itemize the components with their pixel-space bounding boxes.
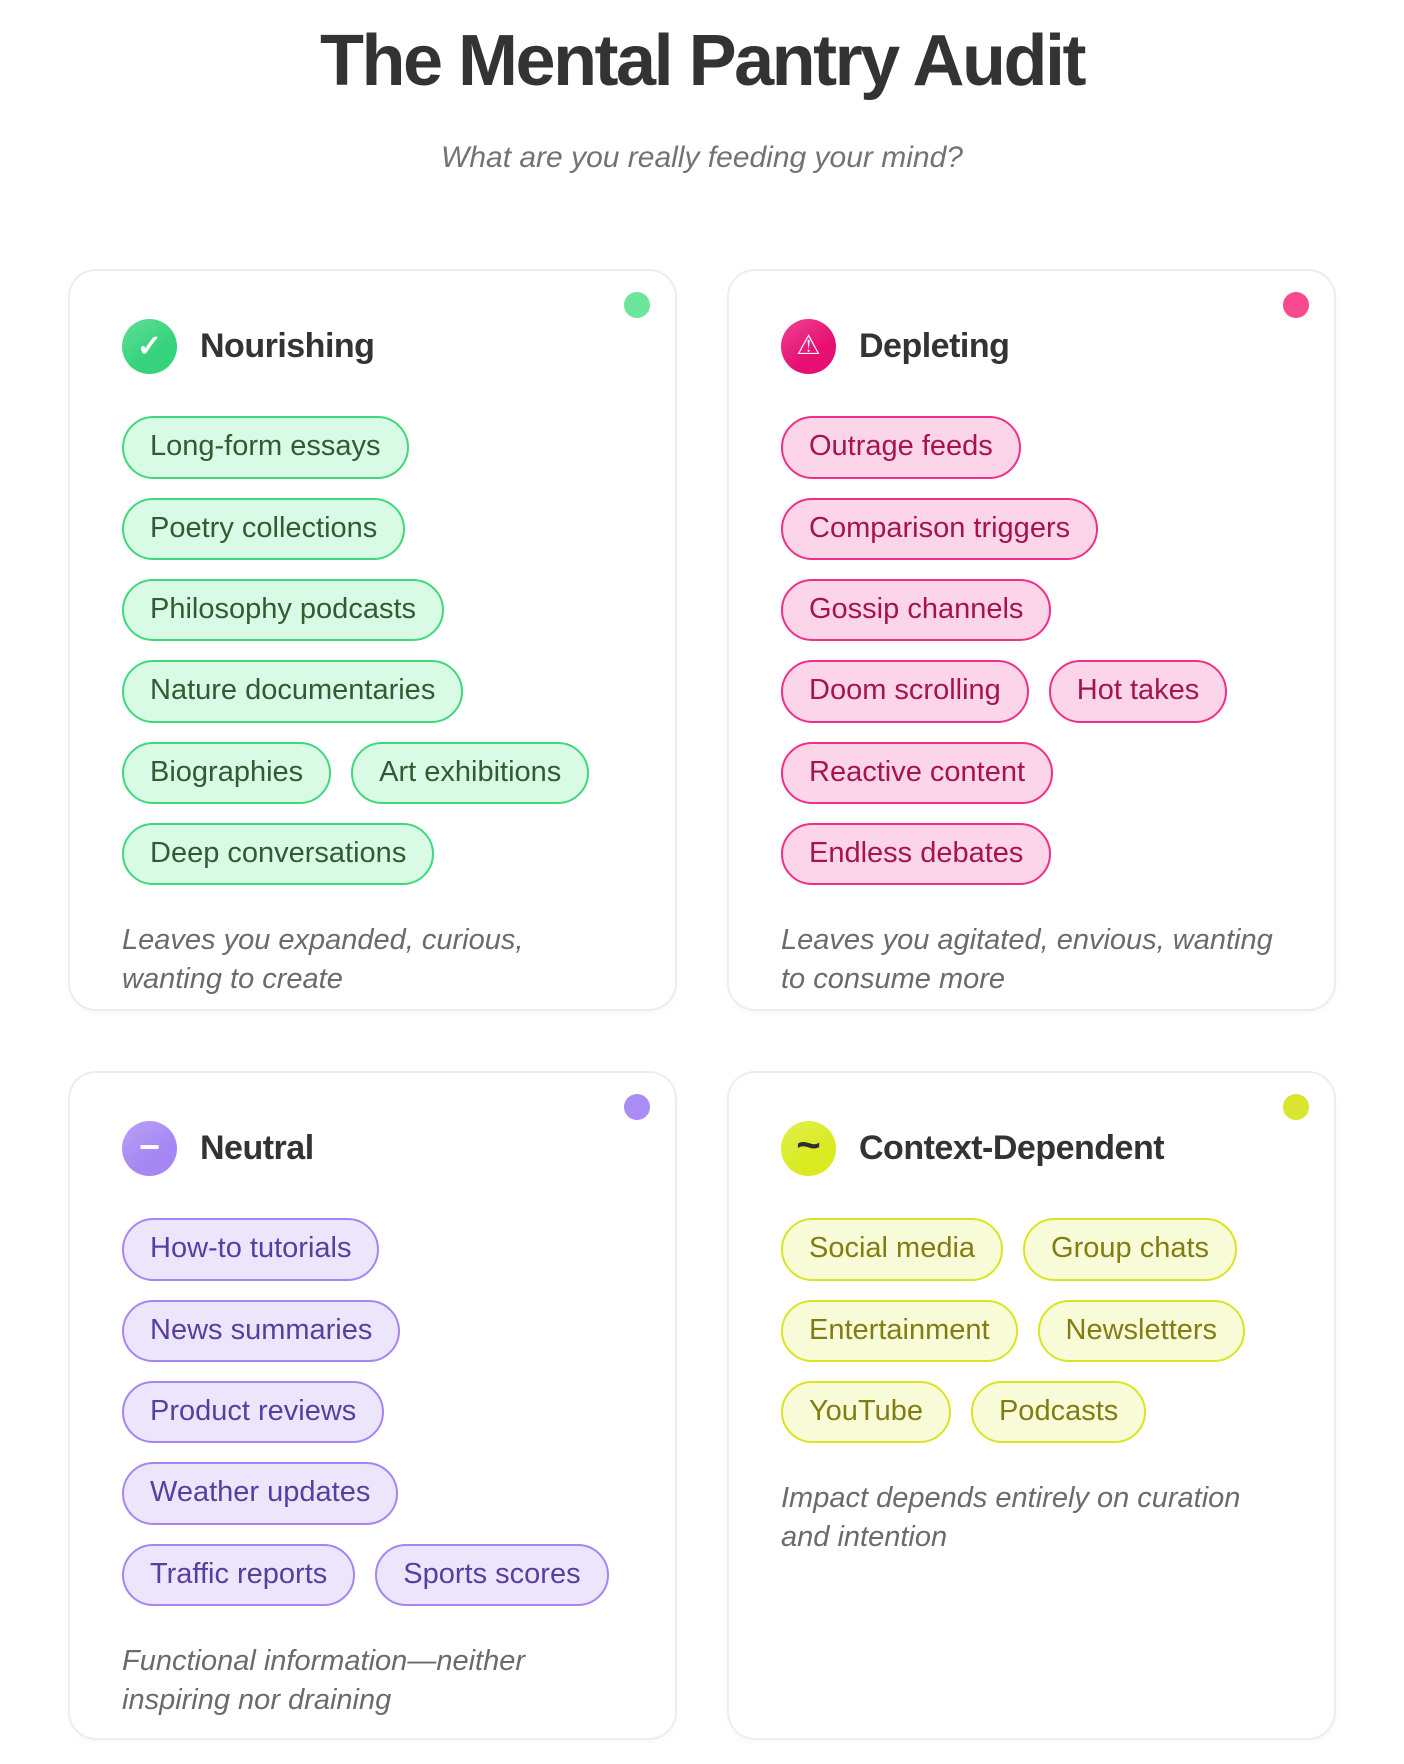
tag-row: Weather updates	[122, 1462, 399, 1525]
card-title: Depleting	[859, 327, 1010, 366]
page-title: The Mental Pantry Audit	[320, 21, 1086, 101]
card-footer: Leaves you agitated, envious, wanting to…	[781, 924, 1273, 996]
tag-row: News summaries	[122, 1299, 401, 1362]
tag-chip: How-to tutorials	[122, 1218, 380, 1281]
warning-icon-glyph: ⚠	[796, 330, 821, 361]
corner-dot	[624, 292, 650, 319]
tag-row: Gossip channels	[781, 578, 1052, 642]
tag-row: Outrage feeds	[781, 416, 1021, 479]
tag-chip: Poetry collections	[122, 497, 406, 560]
minus-icon-glyph: −	[138, 1125, 161, 1167]
page-subtitle: What are you really feeding your mind?	[441, 141, 963, 175]
tag-chip: Outrage feeds	[781, 416, 1021, 479]
tag-chip: Deep conversations	[122, 822, 435, 886]
page-header: The Mental Pantry Audit What are you rea…	[0, 0, 1404, 175]
tag-chip: Philosophy podcasts	[122, 578, 444, 642]
tag-row: Endless debates	[781, 822, 1052, 886]
card-footer: Functional information—neither inspiring…	[122, 1644, 525, 1717]
card-title: Nourishing	[200, 327, 375, 366]
tilde-icon: ~	[781, 1120, 836, 1177]
check-icon: ✓	[122, 319, 177, 375]
tag-row: Long-form essays	[122, 416, 409, 479]
card-header: ~ Context-Dependent	[781, 1120, 1282, 1177]
tag-chip: Nature documentaries	[122, 660, 464, 723]
tag-chip: Weather updates	[122, 1462, 399, 1525]
tag-row: Philosophy podcasts	[122, 578, 444, 642]
tag-row: Comparison triggers	[781, 497, 1099, 560]
tag-chip: Comparison triggers	[781, 497, 1099, 560]
tag-row: Deep conversations	[122, 822, 435, 886]
corner-dot	[624, 1094, 650, 1121]
card-context-dependent: ~ Context-Dependent Social media Group ch…	[727, 1071, 1336, 1741]
tag-chip: Traffic reports	[122, 1543, 356, 1606]
tilde-icon-glyph: ~	[796, 1120, 821, 1168]
tag-chip: Social media	[781, 1218, 1004, 1281]
tag-chip: Long-form essays	[122, 416, 409, 479]
tag-row: YouTube Podcasts	[781, 1380, 1147, 1444]
tag-chip: Product reviews	[122, 1380, 385, 1444]
card-header: ✓ Nourishing	[122, 319, 623, 375]
tag-chip: Newsletters	[1037, 1299, 1246, 1362]
tag-chip: Hot takes	[1048, 660, 1228, 723]
warning-icon: ⚠	[781, 319, 836, 375]
tag-row: How-to tutorials	[122, 1218, 380, 1281]
tag-chip: Reactive content	[781, 741, 1054, 804]
tag-chip: News summaries	[122, 1299, 401, 1362]
card-header: ⚠ Depleting	[781, 319, 1282, 375]
card-header: − Neutral	[122, 1121, 623, 1177]
tag-chip: Podcasts	[970, 1380, 1147, 1444]
tag-row: Traffic reports Sports scores	[122, 1543, 609, 1606]
tag-chip: Gossip channels	[781, 578, 1052, 642]
check-icon-glyph: ✓	[136, 329, 163, 363]
tag-row: Product reviews	[122, 1380, 385, 1444]
tag-chip: Biographies	[122, 741, 332, 804]
card-footer: Impact depends entirely on curation and …	[781, 1482, 1241, 1554]
card-footer: Leaves you expanded, curious, wanting to…	[122, 924, 524, 996]
tag-row: Social media Group chats	[781, 1218, 1238, 1281]
tag-row: Entertainment Newsletters	[781, 1299, 1246, 1362]
tag-row: Poetry collections	[122, 497, 406, 560]
tag-chip: Endless debates	[781, 822, 1052, 886]
corner-dot	[1283, 292, 1309, 319]
corner-dot	[1283, 1094, 1309, 1121]
tag-row: Reactive content	[781, 741, 1054, 804]
tag-row: Biographies Art exhibitions	[122, 741, 590, 804]
tag-chip: Group chats	[1023, 1218, 1238, 1281]
card-title: Context-Dependent	[859, 1129, 1165, 1168]
tag-chip: Sports scores	[375, 1543, 609, 1606]
tag-chip: YouTube	[781, 1380, 951, 1444]
tag-chip: Art exhibitions	[351, 741, 590, 804]
tag-chip: Entertainment	[781, 1299, 1018, 1362]
card-title: Neutral	[200, 1129, 314, 1168]
tag-chip: Doom scrolling	[781, 660, 1029, 723]
tag-row: Doom scrolling Hot takes	[781, 660, 1228, 723]
minus-icon: −	[122, 1121, 177, 1177]
tag-row: Nature documentaries	[122, 660, 464, 723]
